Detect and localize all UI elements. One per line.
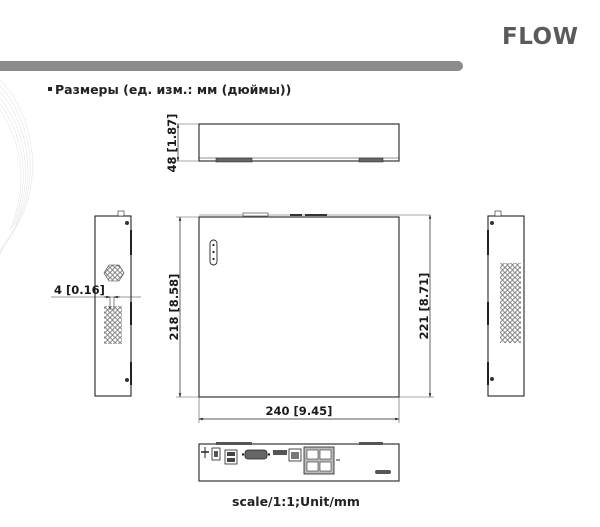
section-title-text: Размеры (ед. изм.: мм (дюймы)) (55, 82, 292, 97)
section-title: Размеры (ед. изм.: мм (дюймы)) (48, 82, 291, 97)
flow-logo: FLOW (502, 24, 579, 50)
scale-caption: scale/1:1;Unit/mm (232, 494, 360, 509)
top-view: 218 [8.58] 221 [8.71] 240 [9.45] (167, 212, 434, 423)
right-side-view (487, 210, 525, 397)
depth-right-dimension-label: 221 [8.71] (417, 273, 431, 340)
power-input-port (375, 470, 391, 474)
left-side-view: 4 [0.16] (51, 210, 141, 397)
header-bar (0, 61, 463, 71)
ground-terminal-icon (201, 447, 209, 458)
vga-port (244, 449, 268, 460)
rear-view (198, 442, 400, 482)
front-view: 48 [1.87] (165, 114, 400, 173)
background-swirl (0, 79, 33, 256)
hdmi-port (273, 450, 287, 455)
width-dimension-label: 240 [9.45] (266, 404, 333, 418)
bullet-icon (48, 86, 52, 91)
height-dimension-label: 48 [1.87] (165, 114, 179, 173)
depth-left-dimension-label: 218 [8.58] (167, 274, 181, 341)
gap-dimension-label: 4 [0.16] (54, 283, 105, 297)
